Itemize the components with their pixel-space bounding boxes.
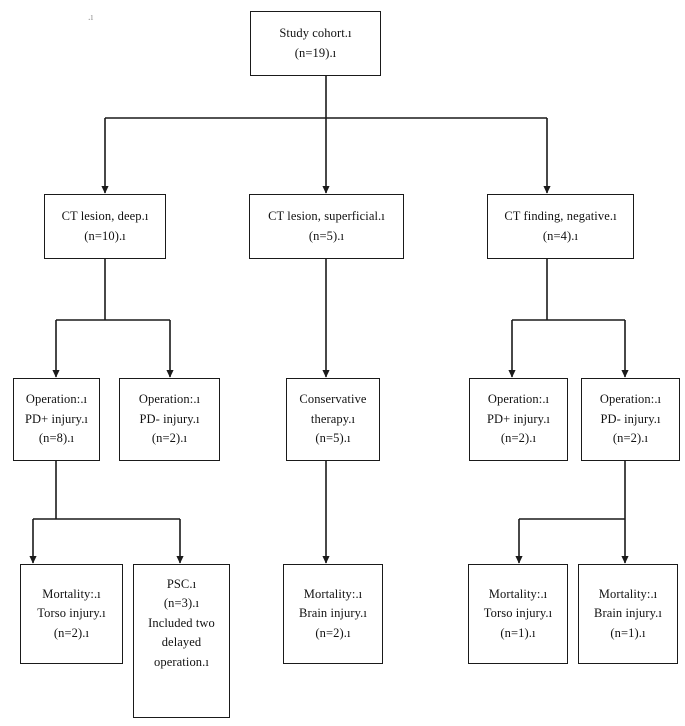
node-line: therapy.ı <box>310 411 356 426</box>
node-line: Operation:.ı <box>599 392 662 407</box>
node-line: PD- injury.ı <box>600 411 661 426</box>
node-line: Study cohort.ı <box>279 26 352 41</box>
node-line: Conservative <box>299 392 367 407</box>
node-line: (n=10).ı <box>84 228 126 243</box>
node-mortality-brain-injury-right[interactable]: Mortality:.ı Brain injury.ı (n=1).ı <box>578 564 678 664</box>
node-line: Mortality:.ı <box>303 586 363 601</box>
node-mortality-torso-injury-right[interactable]: Mortality:.ı Torso injury.ı (n=1).ı <box>468 564 568 664</box>
node-line: (n=19).ı <box>294 45 337 60</box>
node-ct-finding-negative[interactable]: CT finding, negative.ı (n=4).ı <box>487 194 634 259</box>
node-conservative-therapy[interactable]: Conservative therapy.ı (n=5).ı <box>286 378 380 461</box>
node-line: CT lesion, superficial.ı <box>268 209 385 224</box>
node-mortality-brain-injury-middle[interactable]: Mortality:.ı Brain injury.ı (n=2).ı <box>283 564 383 664</box>
node-line: Included two <box>148 615 215 630</box>
node-line: (n=8).ı <box>38 431 75 446</box>
node-line: PD- injury.ı <box>139 411 200 426</box>
node-line: (n=5).ı <box>308 228 345 243</box>
node-line: (n=2).ı <box>53 625 90 640</box>
node-line: Torso injury.ı <box>37 606 106 621</box>
node-operation-pd-positive-deep[interactable]: Operation:.ı PD+ injury.ı (n=8).ı <box>13 378 100 461</box>
node-ct-lesion-deep[interactable]: CT lesion, deep.ı (n=10).ı <box>44 194 166 259</box>
node-operation-pd-positive-negative-ct[interactable]: Operation:.ı PD+ injury.ı (n=2).ı <box>469 378 568 461</box>
node-line: PSC.ı <box>166 577 197 591</box>
node-mortality-torso-injury-left[interactable]: Mortality:.ı Torso injury.ı (n=2).ı <box>20 564 123 664</box>
node-line: Brain injury.ı <box>594 606 662 621</box>
node-line: Mortality:.ı <box>42 586 101 601</box>
node-line: Operation:.ı <box>25 392 88 407</box>
node-line: delayed <box>161 635 202 650</box>
node-line: operation.ı <box>154 654 209 669</box>
node-line: (n=2).ı <box>151 431 188 446</box>
node-line: Operation:.ı <box>487 392 550 407</box>
node-line: CT lesion, deep.ı <box>61 209 149 224</box>
node-line: Mortality:.ı <box>488 586 548 601</box>
node-psc[interactable]: PSC.ı (n=3).ı Included two delayed opera… <box>133 564 230 718</box>
node-study-cohort[interactable]: Study cohort.ı (n=19).ı <box>250 11 381 76</box>
node-line: (n=1).ı <box>610 625 646 640</box>
node-line: (n=4).ı <box>542 228 579 243</box>
stray-formatting-mark: .ı <box>88 12 94 23</box>
node-line: CT finding, negative.ı <box>504 209 617 224</box>
node-line: Brain injury.ı <box>299 606 367 621</box>
node-line: Torso injury.ı <box>483 606 553 621</box>
node-line: (n=1).ı <box>500 625 536 640</box>
node-line: Mortality:.ı <box>598 586 658 601</box>
node-line: Operation:.ı <box>138 392 201 407</box>
node-line: (n=2).ı <box>315 625 351 640</box>
node-line: (n=3).ı <box>163 596 200 611</box>
node-line: (n=2).ı <box>612 431 649 446</box>
node-operation-pd-negative-deep[interactable]: Operation:.ı PD- injury.ı (n=2).ı <box>119 378 220 461</box>
node-line: PD+ injury.ı <box>487 411 550 426</box>
node-operation-pd-negative-negative-ct[interactable]: Operation:.ı PD- injury.ı (n=2).ı <box>581 378 680 461</box>
node-line: (n=5).ı <box>315 431 351 446</box>
node-line: PD+ injury.ı <box>25 411 88 426</box>
node-line: (n=2).ı <box>500 431 537 446</box>
node-ct-lesion-superficial[interactable]: CT lesion, superficial.ı (n=5).ı <box>249 194 404 259</box>
